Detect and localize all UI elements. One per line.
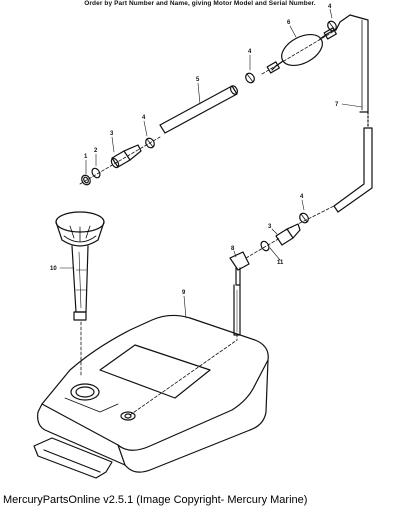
o-ring-lower (260, 240, 270, 252)
callout-11: 11 (277, 260, 284, 266)
callout-10: 10 (50, 266, 57, 272)
hose-clamp-top-right (327, 20, 337, 32)
fuel-connector-upper (110, 144, 142, 169)
callout-2: 2 (94, 148, 98, 154)
callout-4-mid: 4 (248, 49, 252, 55)
o-ring (91, 167, 101, 179)
copyright-footer: MercuryPartsOnline v2.5.1 (Image Copyrig… (3, 494, 308, 506)
fuel-hose-lower (333, 127, 373, 213)
callout-6: 6 (287, 20, 291, 26)
fitting-cap (81, 174, 91, 186)
fuel-hose-section (159, 85, 239, 134)
callout-9: 9 (182, 290, 186, 296)
callout-1: 1 (84, 154, 88, 160)
callout-3-upper: 3 (110, 131, 114, 137)
callout-4-lower: 4 (300, 194, 304, 200)
header-instruction: Order by Part Number and Name, giving Mo… (84, 0, 316, 7)
callout-8: 8 (231, 246, 235, 252)
callout-5: 5 (196, 77, 200, 83)
callout-7: 7 (335, 102, 339, 108)
hose-clamp-mid (245, 72, 255, 84)
callout-4-top: 4 (328, 4, 332, 10)
callout-4-left: 4 (142, 115, 146, 121)
fuel-tank (33, 314, 269, 479)
fuel-connector-lower (275, 223, 301, 246)
callout-3-lower: 3 (268, 224, 272, 230)
fuel-hose-upper (339, 14, 369, 113)
tank-pickup-elbow (229, 251, 250, 336)
hose-clamp-lower-right (299, 212, 309, 224)
fuel-gauge-assembly (55, 211, 105, 321)
